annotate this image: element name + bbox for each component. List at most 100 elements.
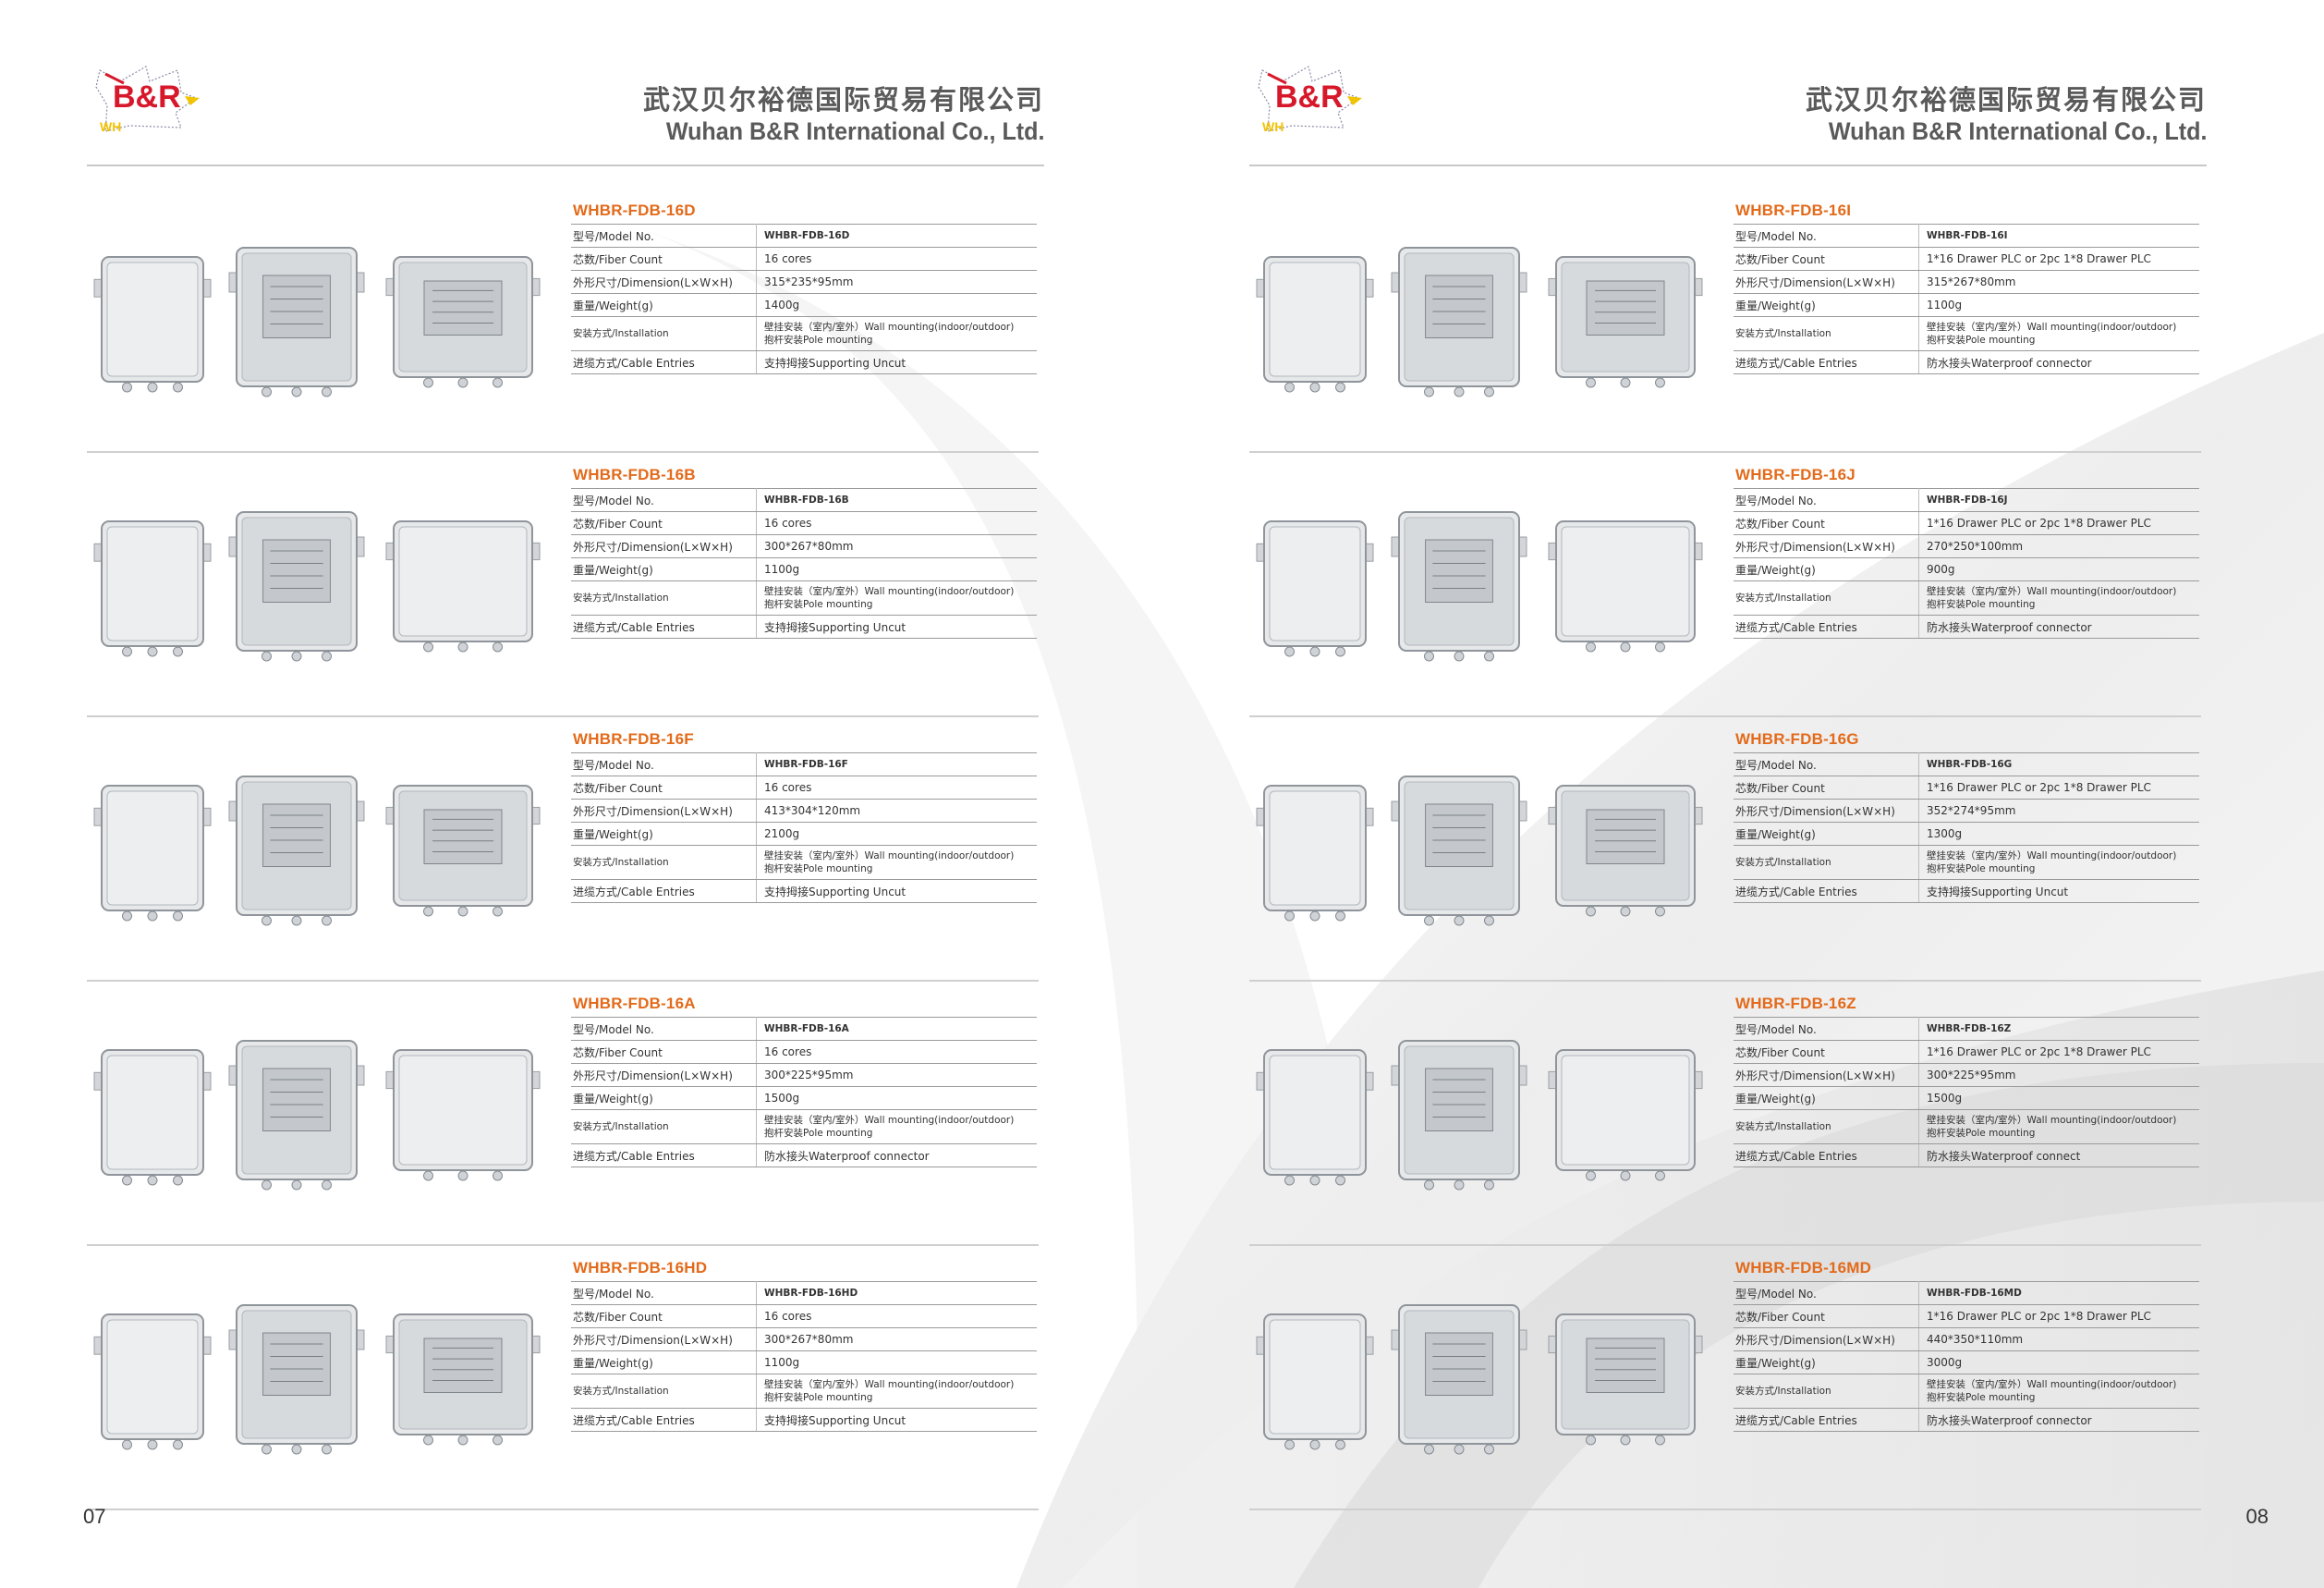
company-name-en: Wuhan B&R International Co., Ltd. [665, 117, 1044, 145]
spec-value: 315*267*80mm [1918, 270, 2199, 294]
company-name-cn: 武汉贝尔裕德国际贸易有限公司 [642, 84, 1044, 116]
enclosure-drawing [1548, 256, 1703, 388]
spec-label: 芯数/Fiber Count [571, 1304, 757, 1328]
spec-label: 外形尺寸/Dimension(L×W×H) [571, 270, 757, 294]
spec-row: 重量/Weight(g)1500g [1734, 1086, 2199, 1110]
spec-row: 型号/Model No.WHBR-FDB-16B [571, 488, 1037, 512]
enclosure-drawing [1256, 256, 1374, 393]
installation-line-2: 抱杆安装Pole mounting [764, 863, 873, 874]
product-title: WHBR-FDB-16G [1735, 730, 1859, 748]
product-title: WHBR-FDB-16HD [573, 1259, 708, 1277]
enclosure-drawing [1548, 520, 1703, 653]
spec-row: 重量/Weight(g)3000g [1734, 1350, 2199, 1374]
product-title: WHBR-FDB-16B [573, 466, 696, 483]
spec-value: 16 cores [756, 511, 1037, 535]
installation-line-1: 壁挂安装（室内/室外）Wall mounting(indoor/outdoor) [764, 850, 1015, 861]
spec-row: 型号/Model No.WHBR-FDB-16A [571, 1017, 1037, 1041]
installation-line-1: 壁挂安装（室内/室外）Wall mounting(indoor/outdoor) [764, 1115, 1015, 1126]
product-title: WHBR-FDB-16D [573, 202, 696, 219]
company-header: 武汉贝尔裕德国际贸易有限公司 Wuhan B&R International C… [638, 83, 1044, 146]
product-divider [1249, 715, 2201, 717]
spec-label: 重量/Weight(g) [1734, 1350, 1919, 1374]
spec-row: 重量/Weight(g)1100g [571, 557, 1037, 581]
spec-value: WHBR-FDB-16HD [756, 1281, 1037, 1305]
header-divider [1249, 165, 2207, 166]
product-photo [1256, 776, 1703, 926]
installation-line-2: 抱杆安装Pole mounting [764, 335, 873, 346]
spec-label: 型号/Model No. [571, 488, 757, 512]
spec-label: 型号/Model No. [1734, 1281, 1919, 1305]
spec-value: 1100g [1918, 293, 2199, 317]
header-divider [87, 165, 1044, 166]
enclosure-drawing [1256, 520, 1374, 657]
spec-value: 壁挂安装（室内/室外）Wall mounting(indoor/outdoor)… [756, 316, 1037, 351]
enclosure-drawing [385, 785, 541, 917]
spec-label: 重量/Weight(g) [1734, 822, 1919, 846]
spec-value: WHBR-FDB-16A [756, 1017, 1037, 1041]
spec-value: WHBR-FDB-16I [1918, 224, 2199, 248]
spec-row: 重量/Weight(g)1400g [571, 293, 1037, 317]
spec-row: 型号/Model No.WHBR-FDB-16I [1734, 224, 2199, 248]
installation-line-2: 抱杆安装Pole mounting [764, 1392, 873, 1403]
spec-label: 芯数/Fiber Count [571, 511, 757, 535]
spec-label: 进缆方式/Cable Entries [571, 1143, 757, 1167]
product-divider [87, 1509, 1039, 1510]
spec-label: 型号/Model No. [1734, 752, 1919, 776]
spec-row: 重量/Weight(g)1500g [571, 1086, 1037, 1110]
spec-value: WHBR-FDB-16B [756, 488, 1037, 512]
product-title: WHBR-FDB-16I [1735, 202, 1852, 219]
spec-label: 重量/Weight(g) [1734, 557, 1919, 581]
spec-label: 进缆方式/Cable Entries [1734, 879, 1919, 903]
spec-value: 1*16 Drawer PLC or 2pc 1*8 Drawer PLC [1918, 1040, 2199, 1064]
enclosure-drawing [1391, 511, 1527, 662]
spec-label: 外形尺寸/Dimension(L×W×H) [571, 1063, 757, 1087]
enclosure-drawing [1391, 247, 1527, 397]
br-logo: B&R WH [1258, 66, 1362, 134]
spec-row: 型号/Model No.WHBR-FDB-16G [1734, 752, 2199, 776]
spec-row: 外形尺寸/Dimension(L×W×H)300*267*80mm [571, 1327, 1037, 1351]
spec-label: 型号/Model No. [1734, 224, 1919, 248]
enclosure-drawing [93, 1313, 212, 1450]
installation-line-2: 抱杆安装Pole mounting [1927, 599, 2036, 610]
spec-value: 支持拇接Supporting Uncut [1918, 879, 2199, 903]
spec-value: 1*16 Drawer PLC or 2pc 1*8 Drawer PLC [1918, 776, 2199, 800]
spec-row: 外形尺寸/Dimension(L×W×H)440*350*110mm [1734, 1327, 2199, 1351]
spec-label: 安装方式/Installation [571, 1109, 757, 1144]
spec-value: 300*267*80mm [756, 534, 1037, 558]
spec-label: 外形尺寸/Dimension(L×W×H) [1734, 534, 1919, 558]
product-divider [1249, 451, 2201, 453]
spec-label: 型号/Model No. [571, 1281, 757, 1305]
installation-line-1: 壁挂安装（室内/室外）Wall mounting(indoor/outdoor) [764, 1379, 1015, 1390]
spec-value: 413*304*120mm [756, 799, 1037, 823]
spec-row: 外形尺寸/Dimension(L×W×H)300*225*95mm [571, 1063, 1037, 1087]
installation-line-2: 抱杆安装Pole mounting [764, 1128, 873, 1139]
spec-value: WHBR-FDB-16Z [1918, 1017, 2199, 1041]
spec-value: 16 cores [756, 247, 1037, 271]
page-left: B&R WH 武汉贝尔裕德国际贸易有限公司 Wuhan B&R Internat… [0, 66, 1162, 1528]
enclosure-drawing [228, 1040, 365, 1191]
spec-value: WHBR-FDB-16J [1918, 488, 2199, 512]
spec-value: 1*16 Drawer PLC or 2pc 1*8 Drawer PLC [1918, 1304, 2199, 1328]
enclosure-drawing [1256, 1049, 1374, 1186]
enclosure-drawing [385, 256, 541, 388]
